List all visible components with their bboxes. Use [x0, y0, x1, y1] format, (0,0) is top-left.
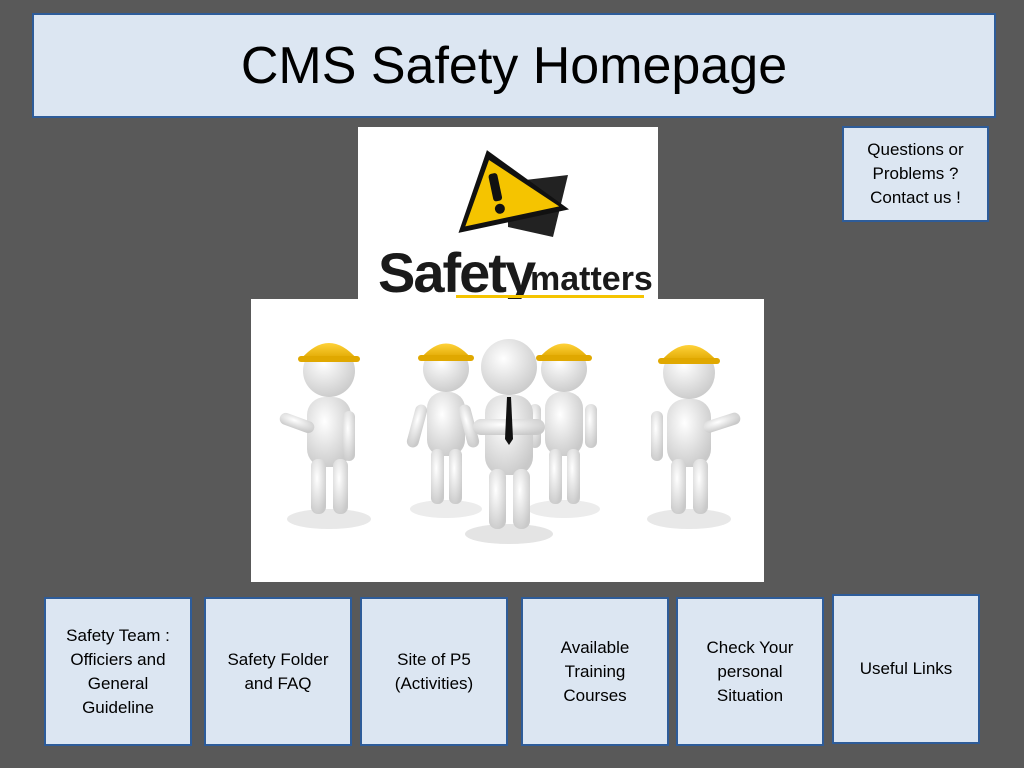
warning-sign-icon: Safety matters — [378, 150, 653, 302]
nav-label: Site of P5 (Activities) — [394, 649, 474, 693]
contact-us-label: Questions or Problems ? Contact us ! — [867, 140, 964, 207]
nav-safety-folder-button[interactable]: Safety Folder and FAQ — [204, 597, 352, 746]
page-title-banner: CMS Safety Homepage — [32, 13, 996, 118]
hardhat-workers-illustration — [251, 299, 764, 582]
nav-personal-situation-button[interactable]: Check Your personal Situation — [676, 597, 824, 746]
worker-figure — [406, 343, 482, 518]
nav-useful-links-button[interactable]: Useful Links — [832, 594, 980, 744]
nav-safety-team-button[interactable]: Safety Team : Officiers and General Guid… — [44, 597, 192, 746]
logo-word-main: Safety — [378, 241, 536, 302]
page-title: CMS Safety Homepage — [240, 36, 788, 95]
contact-us-button[interactable]: Questions or Problems ? Contact us ! — [842, 126, 989, 222]
logo-word-sub: matters — [530, 260, 653, 298]
worker-figure — [647, 345, 741, 529]
nav-site-p5-button[interactable]: Site of P5 (Activities) — [360, 597, 508, 746]
nav-label: Check Your personal Situation — [706, 637, 794, 705]
nav-label: Safety Team : Officiers and General Guid… — [66, 625, 170, 717]
nav-training-courses-button[interactable]: Available Training Courses — [521, 597, 669, 746]
nav-label: Safety Folder and FAQ — [227, 649, 329, 693]
safety-matters-logo: Safety matters — [358, 127, 658, 302]
nav-label: Available Training Courses — [560, 637, 630, 705]
nav-label: Useful Links — [859, 659, 953, 678]
worker-figure — [279, 343, 371, 529]
lead-worker-figure — [465, 339, 553, 544]
